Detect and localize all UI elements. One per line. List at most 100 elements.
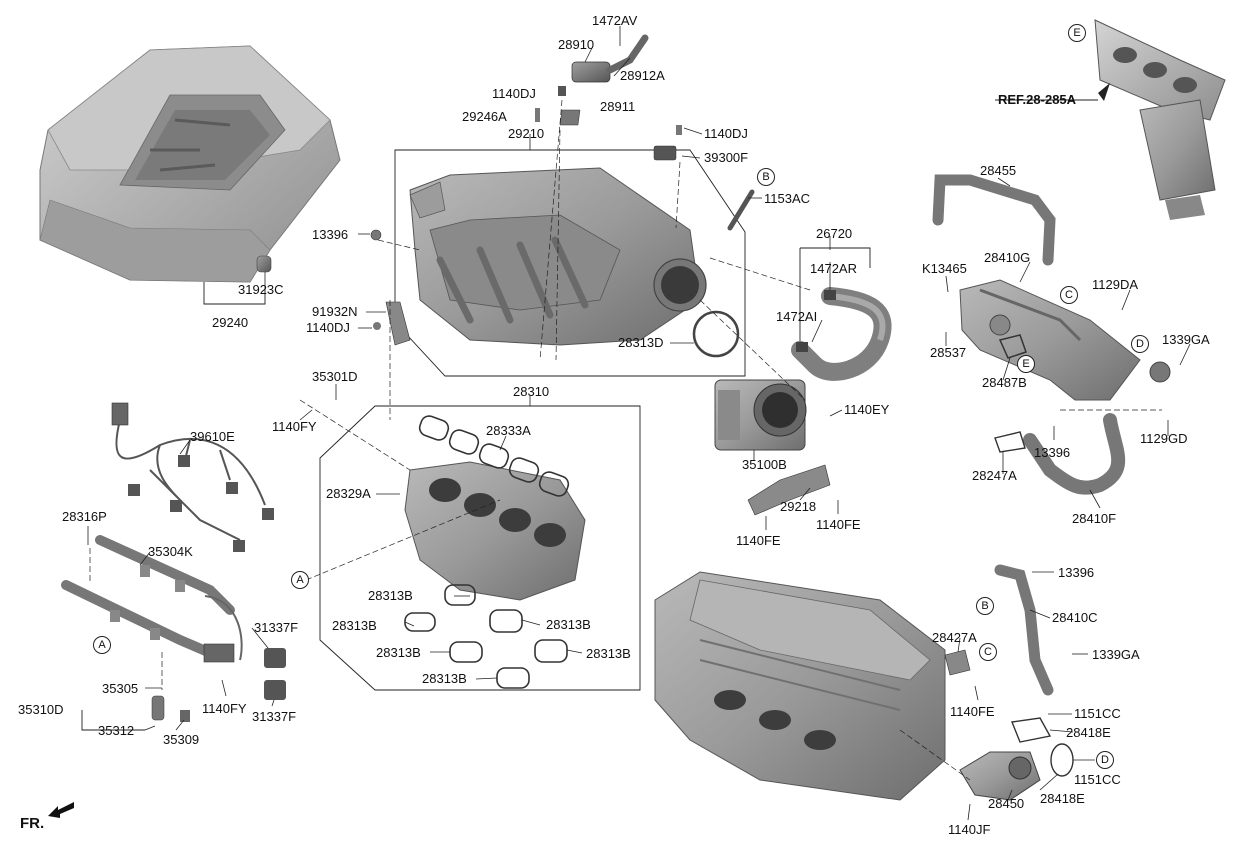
egr-pipe-28455: [932, 174, 1056, 266]
label-31337f-b: 31337F: [252, 709, 297, 724]
sensor-39300f: [653, 125, 682, 161]
label-28313b-4: 28313B: [376, 645, 421, 660]
upper-intake-manifold: [409, 167, 707, 346]
callout-e-top: E: [1068, 24, 1086, 42]
callout-a-left: A: [93, 636, 111, 654]
bolt-1153ac: [727, 189, 755, 231]
label-1472ar: 1472AR: [810, 261, 857, 276]
label-28313b-3: 28313B: [546, 617, 591, 632]
bracket-29218: [747, 464, 831, 516]
purge-valve-28910: [535, 34, 649, 126]
gasket-28313d: [692, 310, 740, 358]
label-91932n: 91932N: [312, 304, 358, 319]
callout-e-mid: E: [1017, 355, 1035, 373]
label-1339ga-b: 1339GA: [1092, 647, 1140, 662]
callout-b-bottom: B: [976, 597, 994, 615]
injector-35310d: [151, 695, 190, 722]
injectors-31337f: [264, 648, 286, 700]
callout-c-bottom: C: [979, 643, 997, 661]
label-28537: 28537: [930, 345, 967, 360]
cylinder-head: [654, 571, 946, 801]
label-28410g: 28410G: [984, 250, 1031, 265]
label-39300f: 39300F: [704, 150, 749, 165]
throttle-body-35100b: [714, 379, 807, 451]
label-28912a: 28912A: [620, 68, 665, 83]
label-1140dj-top: 1140DJ: [492, 86, 536, 101]
egr-pipe-28410f: [994, 413, 1126, 495]
label-1140fy-left: 1140FY: [272, 419, 317, 434]
label-1472ai: 1472AI: [776, 309, 818, 324]
leader-lines: [87, 26, 1191, 821]
engine-cover: [39, 45, 341, 283]
label-1140fe-c: 1140FE: [950, 704, 995, 719]
label-28427a: 28427A: [932, 630, 977, 645]
label-35310d: 35310D: [18, 702, 64, 717]
label-28410c: 28410C: [1052, 610, 1098, 625]
label-35309: 35309: [163, 732, 200, 747]
label-28455: 28455: [980, 163, 1017, 178]
bracket-91932n: [373, 301, 411, 346]
label-28450: 28450: [988, 796, 1025, 811]
label-28333a: 28333A: [486, 423, 531, 438]
label-1140fy-b: 1140FY: [202, 701, 247, 716]
fuel-rails-35304k: [61, 535, 243, 663]
egr-pipe-28410c: [994, 564, 1054, 696]
label-39610e: 39610E: [190, 429, 235, 444]
label-28313b-5: 28313B: [586, 646, 631, 661]
label-1140dj-left: 1140DJ: [306, 320, 350, 335]
label-28313d: 28313D: [618, 335, 664, 350]
label-35305: 35305: [102, 681, 139, 696]
label-31923c: 31923C: [238, 282, 284, 297]
label-13396-bottom: 13396: [1058, 565, 1095, 580]
callout-b-top: B: [757, 168, 775, 186]
box-28310: [319, 405, 641, 691]
callout-d-top: D: [1131, 335, 1149, 353]
label-1140dj-right: 1140DJ: [704, 126, 748, 141]
catalytic-converter: [1094, 19, 1226, 220]
label-28910: 28910: [558, 37, 595, 52]
gasket-28487b: [998, 334, 1027, 359]
label-29218: 29218: [780, 499, 817, 514]
label-1140fe-a: 1140FE: [816, 517, 861, 532]
label-35312: 35312: [98, 723, 135, 738]
callout-d-bottom: D: [1096, 751, 1114, 769]
label-28410f: 28410F: [1072, 511, 1117, 526]
label-1153ac: 1153AC: [764, 191, 811, 206]
egr-valve-28450: [959, 751, 1041, 801]
label-28316p: 28316P: [62, 509, 107, 524]
grommet-31923c: [256, 255, 272, 273]
label-1151cc-a: 1151CC: [1074, 706, 1121, 721]
label-1339ga-a: 1339GA: [1162, 332, 1210, 347]
label-28310: 28310: [513, 384, 550, 399]
label-28329a: 28329A: [326, 486, 371, 501]
label-28418e-a: 28418E: [1066, 725, 1111, 740]
label-1151cc-b: 1151CC: [1074, 772, 1121, 787]
label-1472av: 1472AV: [592, 13, 638, 28]
label-28247a: 28247A: [972, 468, 1017, 483]
label-ref-28-285a: REF.28-285A: [998, 92, 1077, 107]
label-13396-left: 13396: [312, 227, 349, 242]
gaskets-28333a: [418, 415, 570, 497]
label-1140fe-b: 1140FE: [736, 533, 781, 548]
label-28418e-b: 28418E: [1040, 791, 1085, 806]
label-29240: 29240: [212, 315, 249, 330]
label-35304k: 35304K: [148, 544, 193, 559]
label-front-direction: FR.: [20, 815, 45, 832]
label-35100b: 35100B: [742, 457, 787, 472]
label-1140jf: 1140JF: [948, 822, 991, 837]
label-28313b-1: 28313B: [368, 588, 413, 603]
air-hose-26720: [791, 287, 892, 381]
front-arrow-icon: [48, 802, 74, 818]
label-29246a: 29246A: [462, 109, 507, 124]
label-28487b: 28487B: [982, 375, 1027, 390]
bracket-28427a: [944, 649, 971, 676]
label-28911: 28911: [600, 99, 636, 114]
label-1129da: 1129DA: [1092, 277, 1139, 292]
egr-cooler-28410g: [959, 279, 1171, 401]
label-31337f-a: 31337F: [254, 620, 299, 635]
label-28313b-2: 28313B: [332, 618, 377, 633]
bolt-13396-left: [370, 229, 382, 241]
label-1140ey: 1140EY: [844, 402, 890, 417]
